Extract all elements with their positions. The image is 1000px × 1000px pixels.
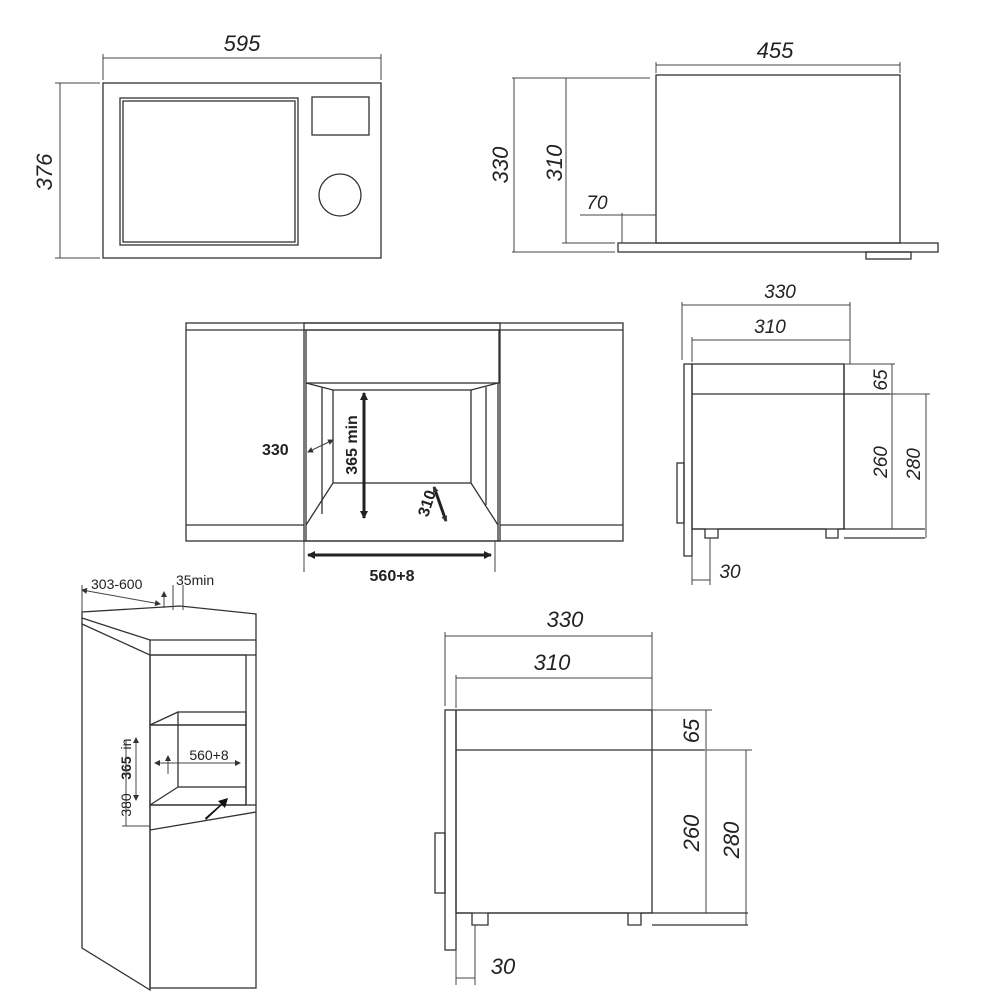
control-knob	[318, 173, 362, 217]
front-height-label: 376	[32, 153, 57, 190]
cabinet-width-label: 560+8	[189, 747, 229, 763]
large-depth-body-label: 310	[534, 650, 571, 675]
side-top-body-height-label: 310	[542, 144, 567, 181]
small-depth-total-label: 330	[764, 282, 796, 303]
cabinet-depth-range-label: 303-600	[91, 576, 143, 592]
niche-width-label: 560+8	[370, 568, 415, 585]
cabinet-top-gap-label: 35min	[176, 572, 214, 588]
side-view-large: 330 310 65 260 280 30	[434, 607, 752, 985]
small-inner-height-label: 260	[871, 446, 892, 479]
large-outer-height-label: 280	[719, 821, 744, 859]
small-depth-body-label: 310	[754, 317, 786, 338]
small-foot-label: 30	[719, 562, 741, 583]
side-top-offset-label: 70	[586, 193, 608, 214]
niche-bottom-depth-label: 310	[416, 488, 440, 519]
front-view: 595 376	[32, 31, 382, 259]
side-top-total-height-label: 330	[488, 146, 513, 183]
small-top-gap-label: 65	[871, 369, 892, 391]
small-outer-height-label: 280	[904, 448, 925, 481]
front-width-label: 595	[224, 31, 261, 56]
side-view-top: 455 330 310 70	[488, 38, 939, 260]
side-view-small: 330 310 65 260 280 30	[676, 282, 930, 585]
niche-height-label: 365 min	[344, 415, 361, 475]
large-foot-label: 30	[491, 954, 516, 979]
niche-depth-label: 330	[262, 442, 289, 459]
cabinet-view: 303-600 35min 560+8 365 in 380	[81, 572, 257, 992]
niche-view: 330 365 min 310 560+8	[185, 322, 624, 585]
large-inner-height-label: 260	[679, 814, 704, 852]
cabinet-height-total-label: 380	[118, 793, 134, 817]
large-top-gap-label: 65	[679, 718, 704, 743]
side-top-depth-label: 455	[757, 38, 794, 63]
large-depth-total-label: 330	[547, 607, 584, 632]
